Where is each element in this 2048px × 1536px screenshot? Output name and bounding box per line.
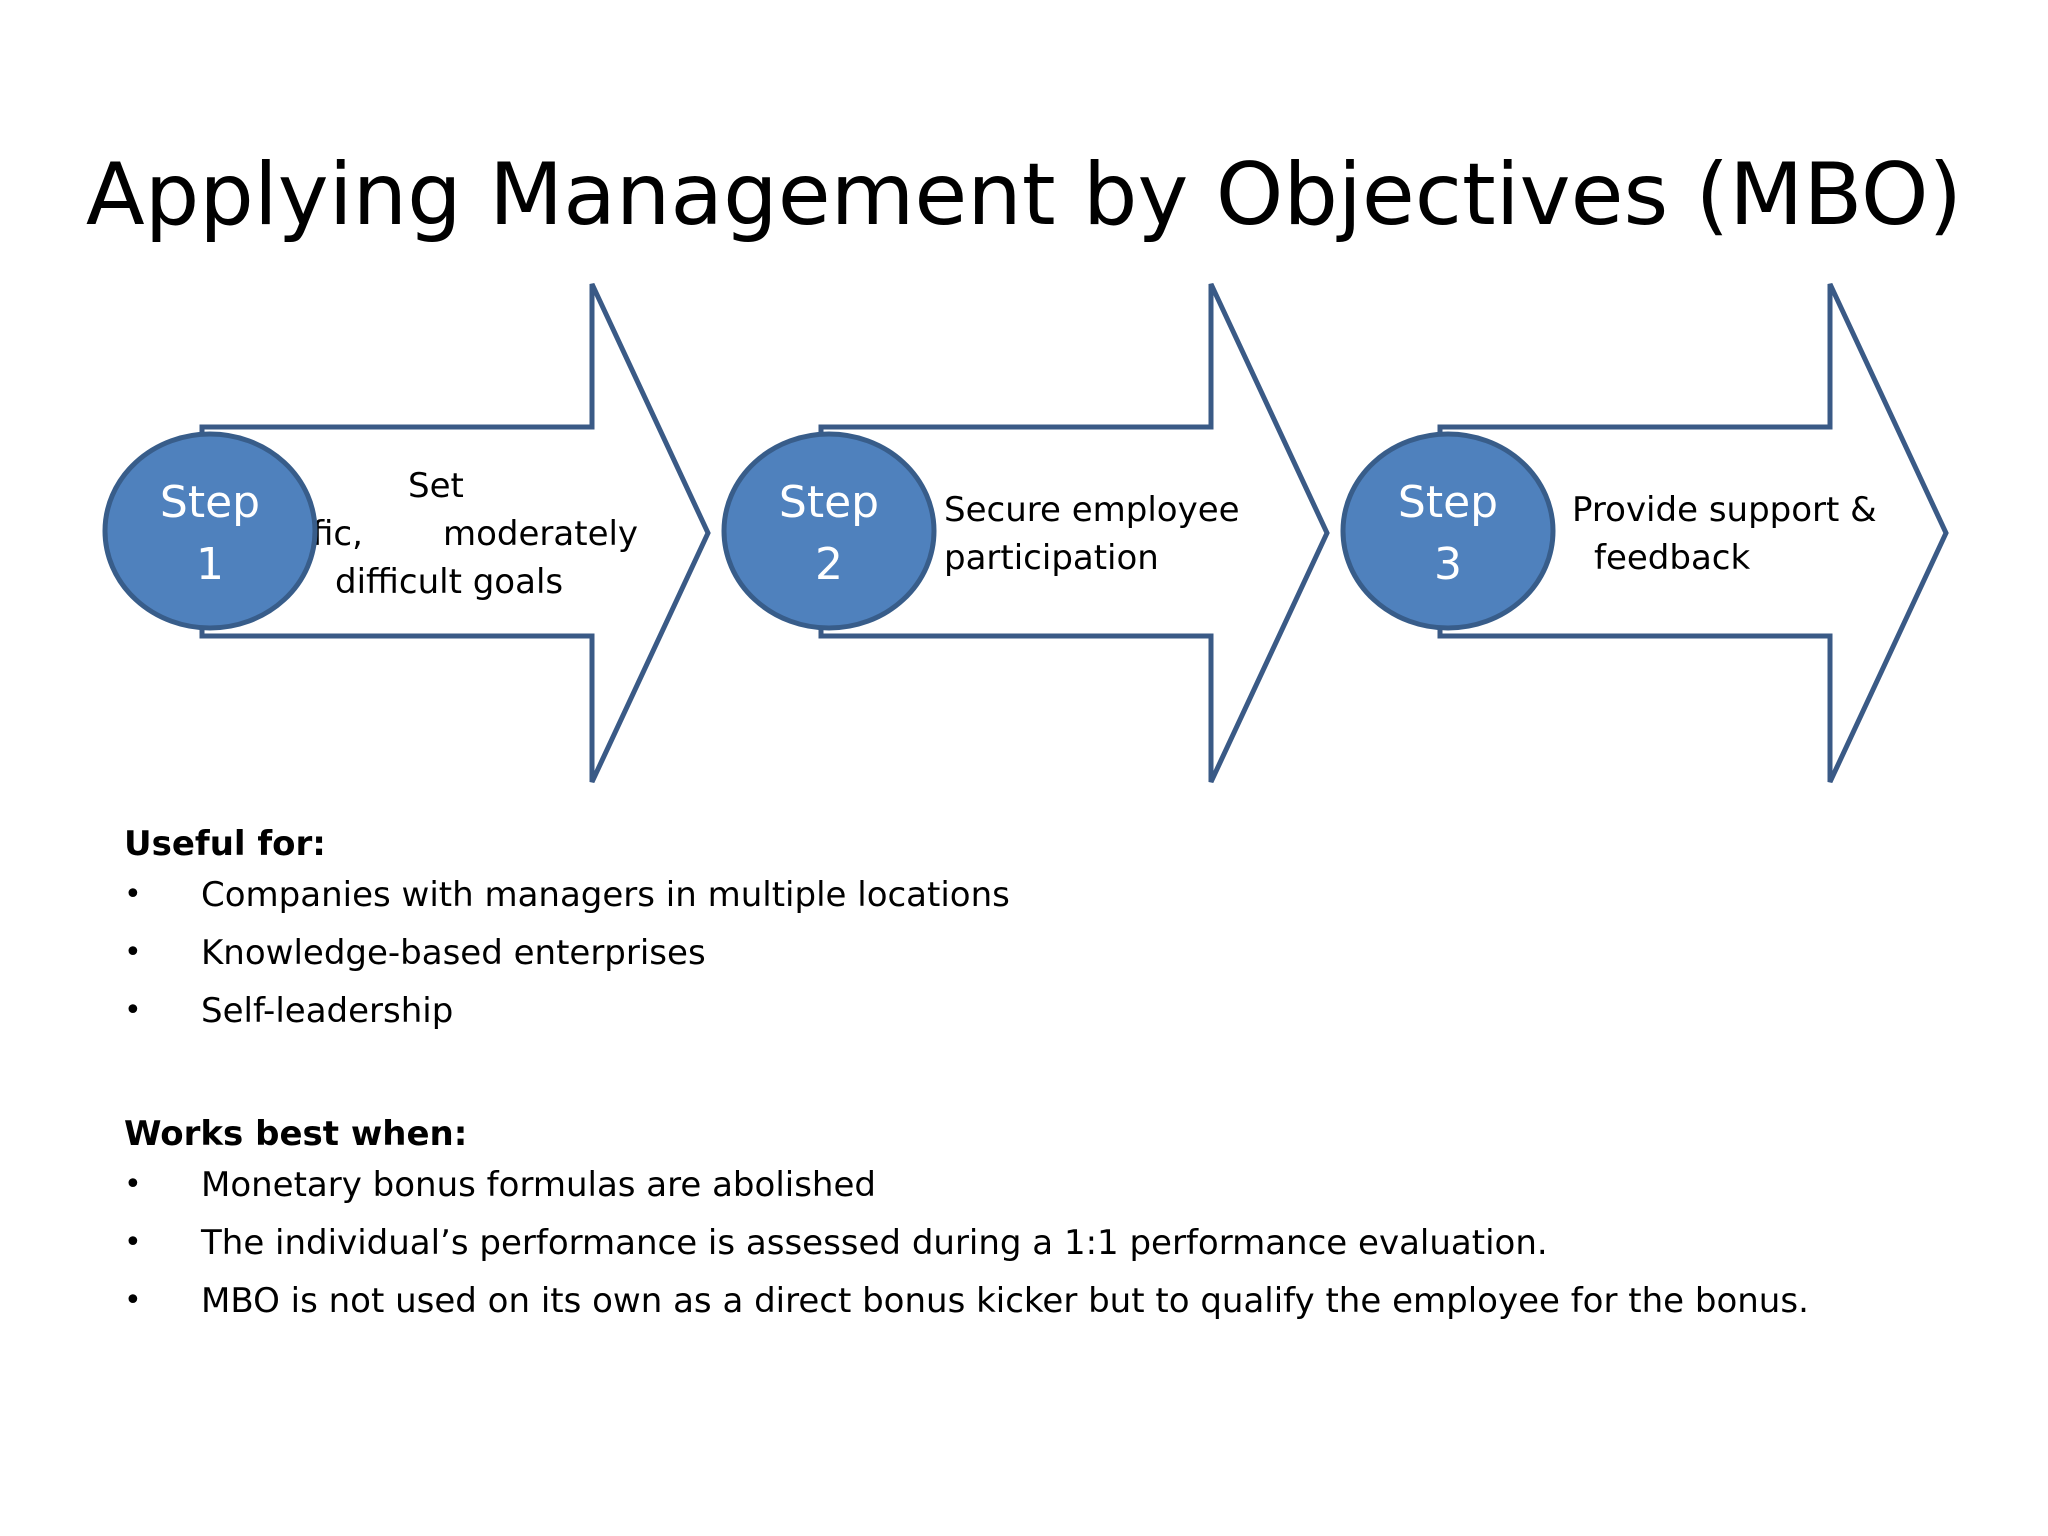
slide-title: Applying Management by Objectives (MBO) — [85, 145, 1963, 245]
step-1: Set fic, moderately difficult goals Step… — [102, 282, 711, 784]
step-1-text-line-4: difficult goals — [335, 562, 563, 602]
list-item-text: Self-leadership — [201, 991, 454, 1031]
step-2-text-line-2: participation — [944, 538, 1159, 578]
step-3-circle — [1340, 431, 1556, 631]
step-2: Secure employee participation Step 2 — [721, 282, 1330, 784]
works-best-section: Works best when: • Monetary bonus formula… — [124, 1112, 1809, 1330]
list-item-text: Monetary bonus formulas are abolished — [201, 1165, 876, 1205]
step-1-circle — [102, 431, 318, 631]
useful-for-heading: Useful for: — [124, 824, 326, 864]
step-2-circle-number: 2 — [815, 539, 843, 590]
step-1-circle-number: 1 — [196, 539, 224, 590]
useful-for-section: Useful for: • Companies with managers in … — [124, 822, 1010, 1040]
step-3-text-line-1: Provide support & — [1572, 490, 1877, 530]
bullet-icon: • — [124, 935, 142, 970]
list-item: • Companies with managers in multiple loc… — [124, 866, 1010, 924]
step-2-circle — [721, 431, 937, 631]
list-item: • Knowledge-based enterprises — [124, 924, 1010, 982]
step-1-text-line-1: Set — [408, 466, 464, 506]
list-item-text: The individual’s performance is assessed… — [201, 1223, 1548, 1263]
list-item: • The individual’s performance is assesse… — [124, 1214, 1809, 1272]
step-3-circle-label: Step — [1398, 477, 1498, 528]
list-item-text: Companies with managers in multiple loca… — [201, 875, 1010, 915]
step-3: Provide support & feedback Step 3 — [1340, 282, 1949, 784]
step-3-text-line-2: feedback — [1594, 538, 1750, 578]
step-1-text-line-2: fic, — [312, 514, 363, 554]
step-2-arrow — [818, 282, 1330, 784]
bullet-icon: • — [124, 1167, 142, 1202]
step-1-text-line-3: moderately — [443, 514, 638, 554]
step-2-circle-label: Step — [779, 477, 879, 528]
step-3-arrow — [1437, 282, 1949, 784]
step-1-circle-label: Step — [160, 477, 260, 528]
list-item: • MBO is not used on its own as a direct … — [124, 1272, 1809, 1330]
list-item: • Monetary bonus formulas are abolished — [124, 1156, 1809, 1214]
step-3-circle-number: 3 — [1434, 539, 1462, 590]
bullet-icon: • — [124, 1225, 142, 1260]
useful-for-list: • Companies with managers in multiple loc… — [124, 866, 1010, 1040]
list-item-text: Knowledge-based enterprises — [201, 933, 706, 973]
bullet-icon: • — [124, 877, 142, 912]
step-1-arrow — [199, 282, 711, 784]
bullet-icon: • — [124, 1283, 142, 1318]
works-best-list: • Monetary bonus formulas are abolished •… — [124, 1156, 1809, 1330]
list-item-text: MBO is not used on its own as a direct b… — [201, 1281, 1809, 1321]
works-best-heading: Works best when: — [124, 1114, 468, 1154]
bullet-icon: • — [124, 993, 142, 1028]
step-2-text-line-1: Secure employee — [944, 490, 1240, 530]
list-item: • Self-leadership — [124, 982, 1010, 1040]
